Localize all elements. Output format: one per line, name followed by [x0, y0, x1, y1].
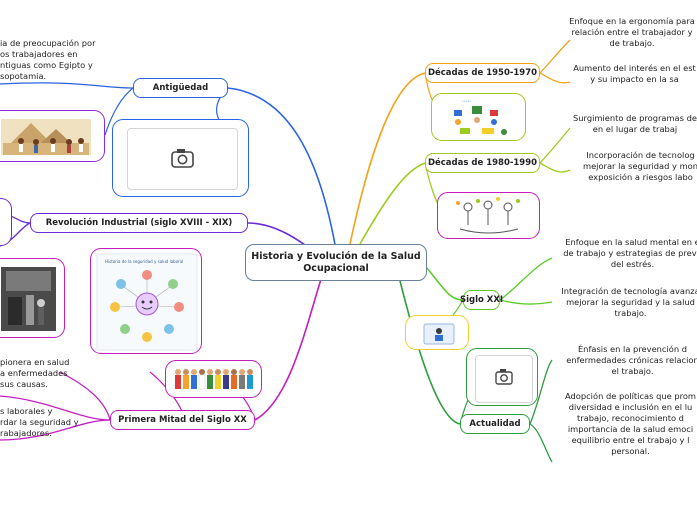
image-placeholder-2	[475, 355, 533, 403]
branch-1980-1990[interactable]: Décadas de 1980-1990	[425, 153, 540, 173]
infographic-title: Historia de la seguridad y salud laboral	[105, 259, 183, 264]
egyptian-workers-illustration	[1, 119, 91, 155]
svg-text:•••••: •••••	[462, 99, 471, 103]
branch-actualidad[interactable]: Actualidad	[460, 414, 530, 434]
note-actualidad-2: Adopción de políticas que prom diversida…	[564, 391, 697, 456]
link-1950	[349, 72, 426, 245]
camera-icon	[495, 369, 513, 385]
antiguedad-image-card[interactable]	[0, 110, 105, 162]
telework-image-card[interactable]	[405, 315, 469, 350]
link-1980	[359, 162, 426, 245]
link-xxi	[426, 267, 464, 301]
note-xxi-1: Enfoque en la salud mental en e de traba…	[563, 237, 697, 269]
note-1950-1: Enfoque en la ergonomía para relación en…	[569, 16, 695, 48]
note-actualidad-1: Énfasis en la prevención d enfermedades …	[566, 344, 697, 376]
note-1980-1: Surgimiento de programas de en el lugar …	[573, 113, 697, 134]
link-antiguedad	[227, 87, 337, 251]
link-antiguedad-note	[0, 82, 134, 89]
note-antiguedad-1: ia de preocupación por os trabajadores e…	[0, 38, 96, 81]
branch-revolucion-industrial[interactable]: Revolución Industrial (siglo XVIII - XIX…	[30, 213, 248, 233]
team-doodle-illustration	[456, 197, 520, 234]
programs-image-card[interactable]	[437, 192, 540, 239]
workers-illustration	[175, 369, 253, 390]
link-actualidad	[399, 280, 461, 425]
infographic-image: Historia de la seguridad y salud laboral	[96, 253, 198, 351]
note-1950-2: Aumento del interés en el est y su impac…	[573, 63, 696, 84]
image-placeholder-card-1[interactable]	[112, 119, 249, 197]
note-primera-mitad-2: s laborales y rdar la seguridad y rabaja…	[0, 406, 79, 438]
note-xxi-2: Integración de tecnología avanza mejorar…	[561, 286, 697, 318]
branch-antiguedad[interactable]: Antigüedad	[133, 78, 228, 98]
branch-primera-mitad[interactable]: Primera Mitad del Siglo XX	[110, 410, 255, 430]
ergonomics-illustration: •••••	[454, 99, 507, 135]
factory-photo-card[interactable]	[0, 258, 65, 338]
image-placeholder	[127, 128, 238, 190]
workers-image-card[interactable]	[165, 360, 262, 398]
central-topic[interactable]: Historia y Evolución de la Salud Ocupaci…	[245, 244, 427, 281]
note-1980-2: Incorporación de tecnolog mejorar la seg…	[582, 150, 697, 182]
image-placeholder-card-2[interactable]	[466, 348, 538, 406]
branch-siglo-xxi[interactable]: Siglo XXI	[460, 290, 503, 310]
note-primera-mitad-1: pionera en salud a enfermedades sus caus…	[0, 357, 70, 389]
ergonomics-image-card[interactable]: •••••	[431, 93, 526, 141]
factory-photo	[1, 267, 56, 331]
link-primera-mitad	[254, 275, 323, 421]
telework-illustration	[423, 323, 455, 345]
revolucion-bracket	[0, 198, 12, 246]
infographic-card[interactable]: Historia de la seguridad y salud laboral	[90, 248, 202, 354]
branch-1950-1970[interactable]: Décadas de 1950-1970	[425, 63, 540, 83]
camera-icon	[171, 149, 194, 168]
